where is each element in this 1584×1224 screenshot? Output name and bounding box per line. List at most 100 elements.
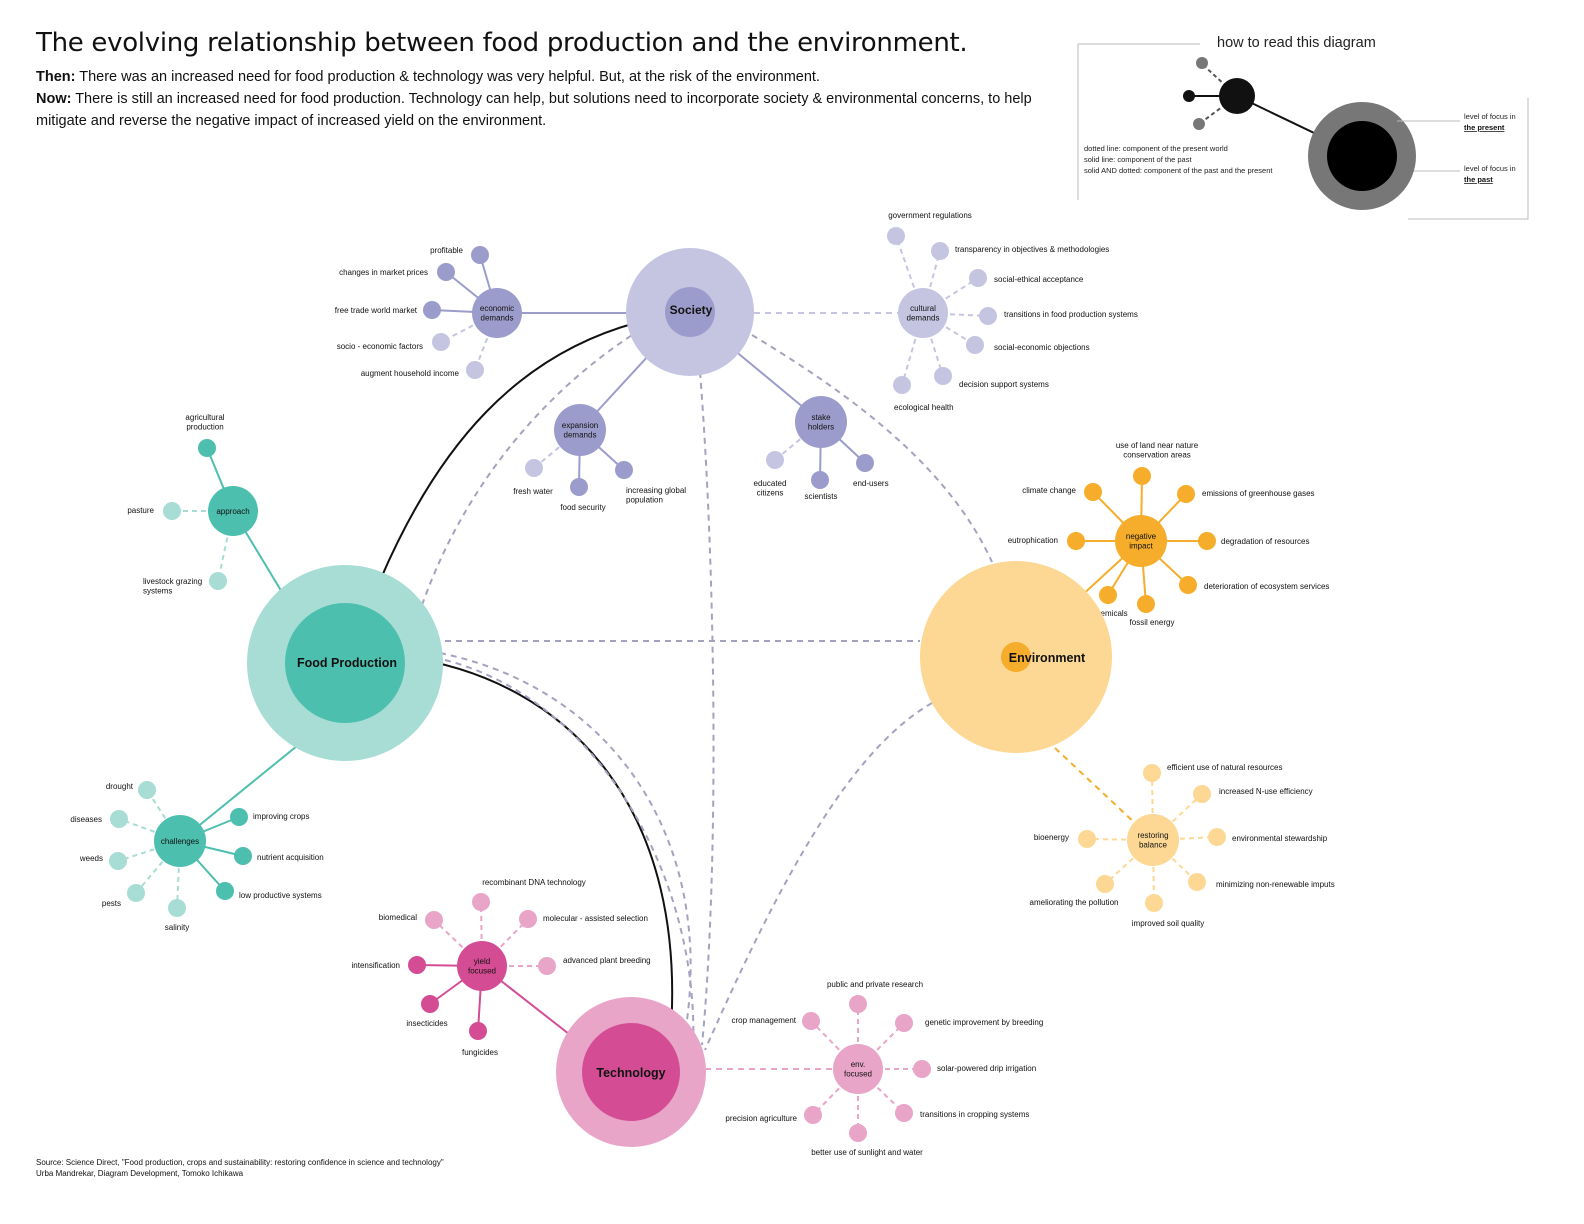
leaf-node	[895, 1014, 913, 1032]
legend-title: how to read this diagram	[1217, 35, 1376, 51]
source-line: Source: Science Direct, "Food production…	[36, 1158, 444, 1167]
page-title: The evolving relationship between food p…	[36, 28, 968, 58]
legend-key-line: solid AND dotted: component of the past …	[1084, 166, 1273, 175]
leaf-node	[934, 367, 952, 385]
leaf-label: social-economic objections	[994, 343, 1090, 352]
leaf-node	[423, 301, 441, 319]
legend-node	[1183, 90, 1195, 102]
main-links	[367, 314, 993, 1051]
leaf-label: transparency in objectives & methodologi…	[955, 245, 1109, 254]
legend-focus-bold: the past	[1464, 175, 1493, 184]
leaf-label: molecular - assisted selection	[543, 914, 648, 923]
leaf-node	[110, 810, 128, 828]
food-present-focus	[285, 603, 405, 723]
leaf-node	[1133, 467, 1151, 485]
leaf-node	[931, 242, 949, 260]
leaf-node	[1208, 828, 1226, 846]
leaf-label: pasture	[127, 506, 154, 515]
leaf-label: bioenergy	[1034, 833, 1069, 842]
cluster-link	[179, 736, 309, 842]
leaf-label: decision support systems	[959, 380, 1049, 389]
leaf-label: weeds	[79, 854, 103, 863]
legend-focus-bold: the present	[1464, 123, 1505, 132]
leaf-node	[570, 478, 588, 496]
cluster-hub	[833, 1044, 883, 1094]
leaf-label: pests	[102, 899, 121, 908]
leaf-node	[1198, 532, 1216, 550]
leaf-label: fungicides	[462, 1048, 498, 1057]
leaf-node	[615, 461, 633, 479]
leaf-label: fossil energy	[1130, 618, 1175, 627]
cluster-hub	[554, 404, 606, 456]
legend-node	[1193, 118, 1205, 130]
main-link	[704, 702, 933, 1051]
leaf-label: climate change	[1022, 486, 1076, 495]
leaf-label: solar-powered drip irrigation	[937, 1064, 1036, 1073]
main-nodes: Food ProductionSocietyEnvironmentTechnol…	[247, 248, 1112, 1147]
leaf-label: insecticides	[406, 1019, 447, 1028]
legend-node	[1219, 78, 1255, 114]
cluster-hub	[1127, 814, 1179, 866]
leaf-node	[856, 454, 874, 472]
cluster-hub	[457, 941, 507, 991]
technology-present-focus	[582, 1023, 680, 1121]
leaf-node	[230, 808, 248, 826]
leaf-label: ecological health	[894, 403, 954, 412]
leaf-node	[1188, 873, 1206, 891]
source-credit: Source: Science Direct, "Food production…	[36, 1157, 444, 1179]
credit-line: Urba Mandrekar, Diagram Development, Tom…	[36, 1169, 244, 1178]
leaf-node	[421, 995, 439, 1013]
leaf-label: emissions of greenhouse gases	[1202, 489, 1315, 498]
cluster-challenges: challengesdroughtdiseasesweedspestssalin…	[70, 736, 324, 932]
then-text: There was an increased need for food pro…	[75, 69, 820, 85]
leaf-node	[849, 1124, 867, 1142]
leaf-label: low productive systems	[239, 891, 322, 900]
leaf-node	[969, 269, 987, 287]
leaf-node	[1137, 595, 1155, 613]
leaf-node	[1099, 586, 1117, 604]
main-node-technology: Technology	[556, 997, 706, 1147]
cluster-hub	[898, 288, 948, 338]
leaf-node	[109, 852, 127, 870]
leaf-label: environmental stewardship	[1232, 834, 1328, 843]
leaf-node	[466, 361, 484, 379]
food-label: Food Production	[297, 656, 397, 670]
leaf-node	[966, 336, 984, 354]
now-text: There is still an increased need for foo…	[36, 91, 1032, 129]
main-link	[699, 371, 715, 1046]
leaf-node	[811, 471, 829, 489]
cluster-hub	[154, 815, 206, 867]
leaf-label: better use of sunlight and water	[811, 1148, 923, 1157]
leaf-label: social-ethical acceptance	[994, 275, 1084, 284]
intro-now: Now: There is still an increased need fo…	[36, 88, 1036, 132]
leaf-node	[1193, 785, 1211, 803]
society-present-focus	[665, 287, 715, 337]
main-node-society: Society	[626, 248, 754, 376]
main-link	[421, 329, 641, 606]
leaf-label: increased N-use efficiency	[1219, 787, 1313, 796]
leaf-label: biomedical	[379, 913, 417, 922]
leaf-node	[163, 502, 181, 520]
cluster-hub	[208, 486, 258, 536]
leaf-label: free trade world market	[335, 306, 418, 315]
leaf-label: public and private research	[827, 980, 923, 989]
leaf-label: genetic improvement by breeding	[925, 1018, 1043, 1027]
leaf-label: end-users	[853, 479, 889, 488]
leaf-node	[1143, 764, 1161, 782]
main-node-food: Food Production	[247, 565, 443, 761]
main-link	[404, 656, 674, 1043]
leaf-node	[519, 910, 537, 928]
legend-focus-label: level of focus in	[1464, 164, 1516, 173]
leaf-label: crop management	[732, 1016, 797, 1025]
leaf-label: government regulations	[888, 211, 972, 220]
